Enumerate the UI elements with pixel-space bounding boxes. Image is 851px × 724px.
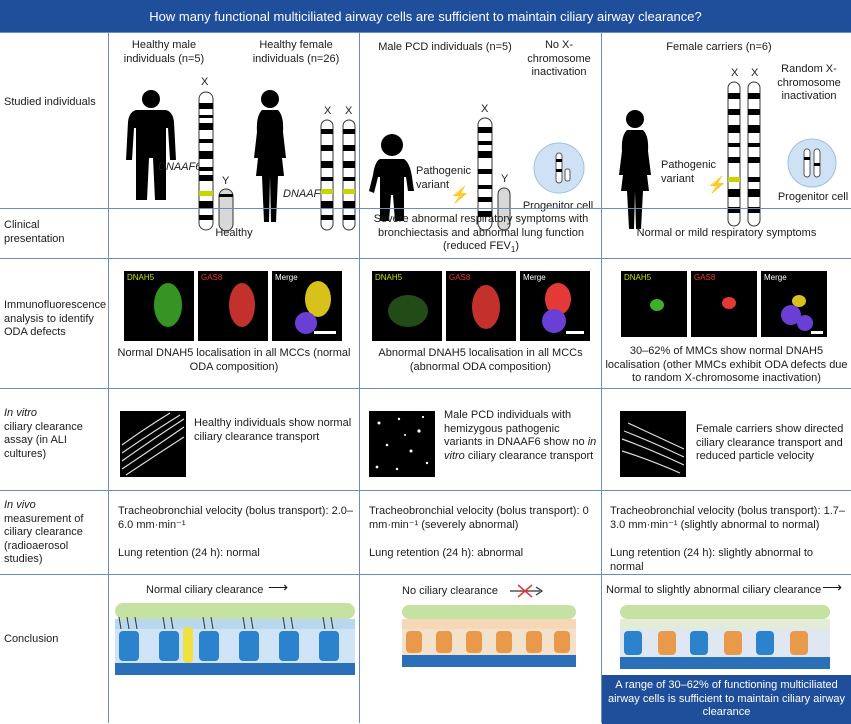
label-female-carriers: Female carriers (n=6) — [666, 41, 772, 53]
row-label: Immunofluorescence analysis to identify … — [4, 299, 107, 338]
arrow-right-icon: ⟶ — [268, 579, 289, 595]
row-label: Clinical presentation — [4, 219, 65, 245]
if-panel-merge: Merge — [272, 271, 342, 341]
row-clinical-presentation: Clinical presentation Healthy Severe abn… — [0, 208, 851, 259]
female-silhouette-icon — [254, 90, 286, 222]
if-panel-gas8: GAS8 — [198, 271, 268, 341]
female-silhouette-icon — [619, 110, 651, 229]
row-immunofluorescence: Immunofluorescence analysis to identify … — [0, 258, 851, 389]
lightning-icon: ⚡ — [450, 187, 470, 204]
clearance-assay-image — [620, 411, 686, 477]
progenitor-cell-icon — [787, 138, 837, 188]
progenitor-cell-icon — [533, 142, 585, 194]
gene-label: DNAAF6 — [283, 188, 327, 200]
chrom-x-label: X — [731, 67, 739, 79]
gene-label: DNAAF6 — [158, 161, 202, 173]
epithelium-normal-illustration — [115, 603, 355, 675]
lightning-icon: ⚡ — [707, 177, 727, 194]
x-chromosome-icon — [477, 117, 493, 231]
invitro-pcd: Male PCD individuals with hemizygous pat… — [444, 409, 597, 462]
velocity-pcd: Tracheobronchial velocity (bolus transpo… — [369, 505, 589, 531]
if-panel-merge: Merge — [520, 271, 590, 341]
epithelium-pcd-illustration — [402, 605, 576, 667]
chrom-x-label: X — [201, 76, 209, 88]
if-panel-gas8: GAS8 — [446, 271, 516, 341]
if-panel-dnah5: DNAH5 — [621, 271, 687, 337]
y-chromosome-icon — [497, 187, 511, 231]
clearance-assay-image — [120, 411, 186, 477]
x-chromosome-icon — [727, 81, 741, 227]
velocity-healthy: Tracheobronchial velocity (bolus transpo… — [118, 505, 353, 531]
label-healthy-male: Healthy male individuals (n=5) — [123, 39, 205, 65]
progenitor-label: Progenitor cell — [522, 200, 594, 212]
male-silhouette-icon — [126, 90, 176, 200]
chrom-x-label: X — [481, 103, 489, 115]
progenitor-label: Progenitor cell — [777, 191, 849, 203]
page-title: How many functional multiciliated airway… — [0, 0, 851, 32]
conclusion-carriers: Normal to slightly abnormal ciliary clea… — [606, 584, 822, 596]
label-random-xci: Random X-chromosome inactivation — [777, 63, 841, 102]
blocked-arrow-icon — [510, 584, 544, 598]
label-healthy-female: Healthy female individuals (n=26) — [252, 39, 340, 65]
if-panel-merge: Merge — [761, 271, 827, 337]
invitro-healthy: Healthy individuals show normal ciliary … — [194, 417, 352, 443]
pathogenic-label: Pathogenic variant — [661, 159, 717, 185]
conclusion-pcd: No ciliary clearance — [402, 585, 498, 597]
label-no-xci: No X-chromosome inactivation — [527, 39, 591, 78]
clinical-carriers: Normal or mild respiratory symptoms — [636, 227, 817, 239]
chrom-x-label: X — [751, 67, 759, 79]
if-panel-dnah5: DNAH5 — [124, 271, 194, 341]
if-panel-gas8: GAS8 — [691, 271, 757, 337]
column-divider — [108, 32, 109, 723]
row-label: Studied individuals — [4, 96, 96, 108]
label-male-pcd: Male PCD individuals (n=5) — [378, 41, 512, 53]
retention-healthy: Lung retention (24 h): normal — [118, 547, 260, 559]
chrom-y-label: Y — [501, 173, 509, 185]
clearance-assay-image — [369, 411, 435, 477]
row-label: Conclusion — [4, 633, 59, 645]
y-chromosome-icon — [218, 188, 234, 232]
arrow-right-icon: ⟶ — [822, 579, 843, 595]
clinical-healthy: Healthy — [215, 227, 253, 239]
if-panel-dnah5: DNAH5 — [372, 271, 442, 341]
retention-carriers: Lung retention (24 h): slightly abnormal… — [610, 547, 814, 573]
velocity-carriers: Tracheobronchial velocity (bolus transpo… — [610, 505, 845, 531]
pathogenic-label: Pathogenic variant — [416, 165, 472, 191]
column-divider — [601, 32, 602, 723]
if-caption-healthy: Normal DNAH5 localisation in all MCCs (n… — [117, 347, 351, 373]
chrom-x-label: X — [324, 105, 332, 117]
child-silhouette-icon — [369, 134, 414, 221]
clinical-pcd: Severe abnormal respiratory symptoms wit… — [373, 213, 589, 255]
chrom-x-label: X — [345, 105, 353, 117]
x-chromosome-icon — [198, 91, 214, 231]
invitro-carriers: Female carriers show directed ciliary cl… — [696, 423, 844, 462]
if-caption-pcd: Abnormal DNAH5 localisation in all MCCs … — [378, 347, 583, 373]
if-caption-carriers: 30–62% of MMCs show normal DNAH5 localis… — [605, 345, 848, 384]
epithelium-carrier-illustration — [620, 605, 830, 669]
x-chromosome-icon — [342, 119, 356, 231]
row-studied-individuals: Studied individuals Healthy male individ… — [0, 32, 851, 232]
retention-pcd: Lung retention (24 h): abnormal — [369, 547, 524, 559]
conclusion-healthy: Normal ciliary clearance — [146, 584, 264, 596]
x-chromosome-icon — [320, 119, 334, 231]
column-divider — [359, 32, 360, 723]
conclusion-summary-box: A range of 30–62% of functioning multici… — [602, 675, 851, 724]
x-chromosome-icon — [747, 81, 761, 227]
chrom-y-label: Y — [222, 175, 230, 187]
row-conclusion: Conclusion Normal ciliary clearance ⟶ No… — [0, 574, 851, 724]
